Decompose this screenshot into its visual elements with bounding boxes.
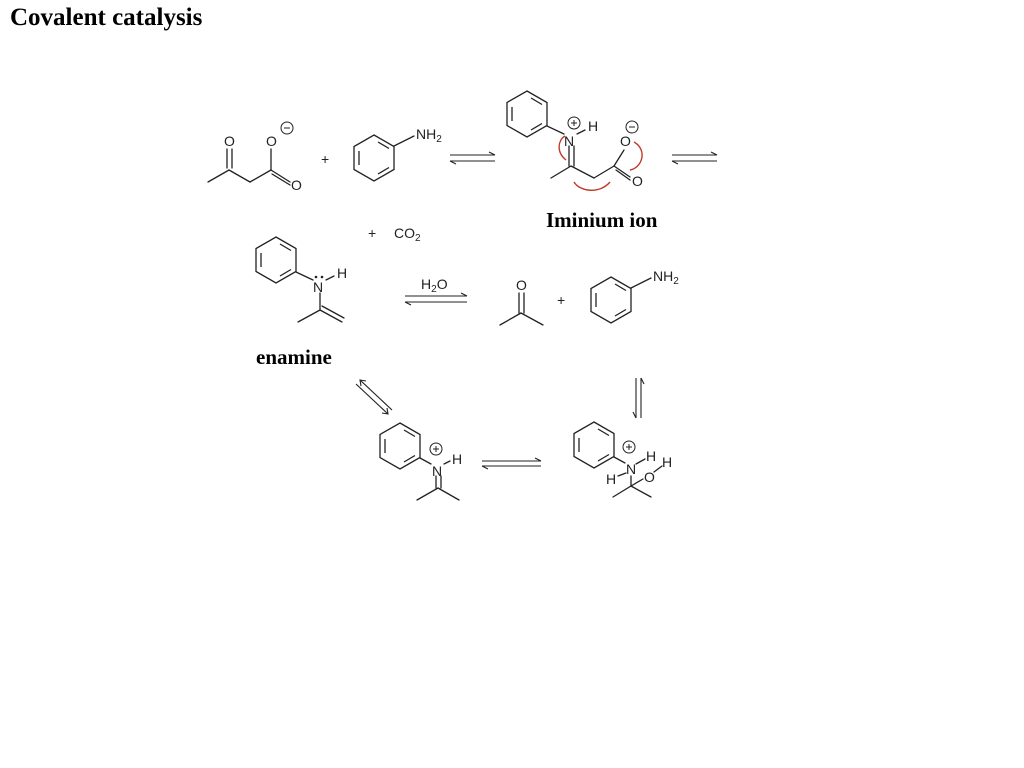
hydroxyl-oxygen-label: O: [644, 469, 655, 485]
positive-charge-icon: [622, 440, 636, 454]
carboxylate-oxygen-label: O: [266, 133, 277, 149]
carbinolamine-nitrogen-label: N: [626, 461, 636, 477]
enamine-hydrogen-label: H: [337, 265, 347, 281]
equilibrium-arrow-3: [404, 292, 468, 306]
negative-charge-icon: [625, 120, 639, 134]
aniline-molecule-2: NH2: [590, 268, 679, 324]
water-label: H2O: [421, 276, 448, 295]
acetoacetate-molecule: O O O: [207, 121, 302, 193]
plus-sign: +: [557, 292, 565, 308]
iminium-ion-molecule: N H O O: [506, 90, 643, 191]
nitrogen-hydrogen-label-2: H: [606, 471, 616, 487]
carbinolamine-molecule: N H H O H: [573, 421, 672, 498]
plus-sign: +: [321, 151, 329, 167]
acetone-molecule: O: [499, 277, 544, 326]
equilibrium-arrow-4: [481, 457, 542, 470]
lone-pair-icon: [314, 275, 324, 279]
hydroxyl-hydrogen-label: H: [662, 454, 672, 470]
imine-nitrogen-label: N: [432, 463, 442, 479]
electron-pushing-arrows: [558, 135, 643, 191]
aniline-molecule-1: NH2: [353, 126, 442, 182]
positive-charge-icon: [429, 442, 443, 456]
iminium-ion-caption: Iminium ion: [546, 208, 658, 232]
equilibrium-arrow-2: [671, 151, 718, 165]
enamine-caption: enamine: [256, 345, 332, 369]
carbon-dioxide-label: CO2: [394, 225, 421, 244]
equilibrium-arrow-vertical: [632, 377, 645, 419]
iminium-nitrogen-label: N: [564, 133, 574, 149]
enamine-molecule: N H: [255, 236, 347, 323]
negative-charge-icon: [280, 121, 294, 135]
iminium-hydrogen-label: H: [588, 118, 598, 134]
enamine-nitrogen-label: N: [313, 279, 323, 295]
protonated-imine-molecule: N H: [379, 422, 462, 501]
page-title: Covalent catalysis: [10, 4, 203, 31]
amine-label: NH2: [653, 268, 679, 287]
acetone-oxygen-label: O: [516, 277, 527, 293]
equilibrium-arrow-diagonal: [355, 379, 393, 415]
positive-charge-icon: [567, 116, 581, 130]
nitrogen-hydrogen-label: H: [646, 448, 656, 464]
amine-label: NH2: [416, 126, 442, 145]
carbonyl-oxygen-label: O: [291, 177, 302, 193]
imine-hydrogen-label: H: [452, 451, 462, 467]
equilibrium-arrow-1: [449, 151, 496, 165]
keto-oxygen-label: O: [224, 133, 235, 149]
plus-sign: +: [368, 225, 376, 241]
carboxylate-oxygen-label: O: [620, 133, 631, 149]
carbonyl-oxygen-label: O: [632, 173, 643, 189]
